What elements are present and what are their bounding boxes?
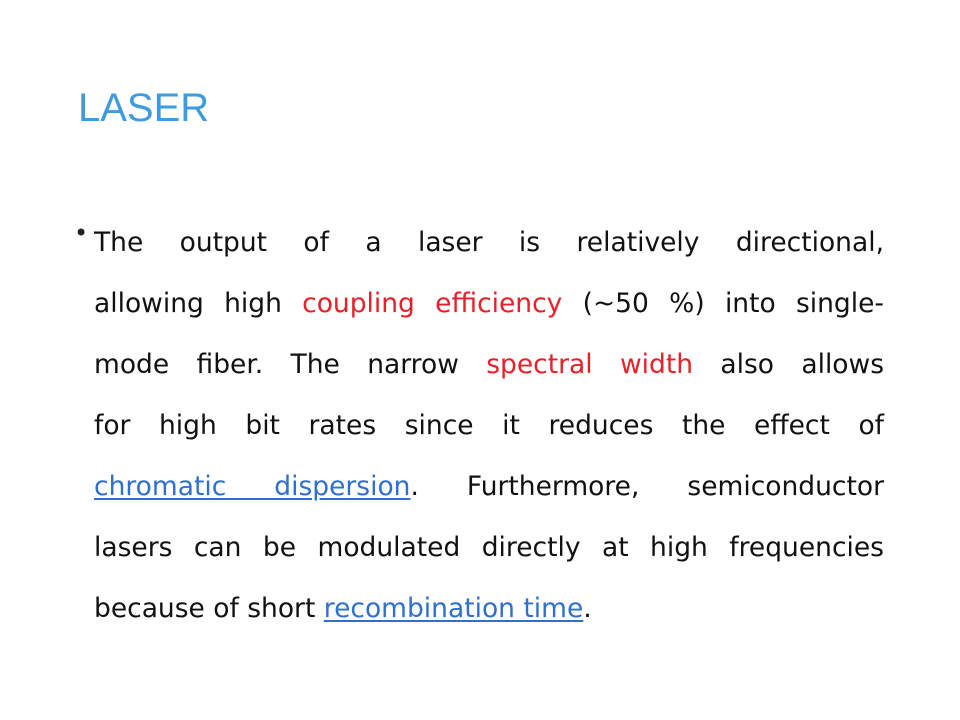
body-text: lasers can be modulated directly at high… (94, 532, 884, 563)
body-text: (~50 %) into single- (562, 288, 884, 319)
hyperlink[interactable]: recombination time (323, 593, 584, 624)
body-text: mode fiber. The narrow (94, 349, 487, 380)
highlighted-term: coupling efficiency (302, 288, 563, 319)
body-text: also allows (693, 349, 884, 380)
paragraph-line: for high bit rates since it reduces the … (94, 395, 884, 456)
paragraph-line: chromatic dispersion. Furthermore, semic… (94, 456, 884, 517)
slide-title: LASER (78, 86, 210, 130)
body-text: allowing high (94, 288, 303, 319)
paragraph-line: allowing high coupling efficiency (~50 %… (94, 273, 884, 334)
bullet-marker: • (74, 219, 89, 247)
highlighted-term: spectral width (486, 349, 694, 380)
body-text: The output of a laser is relatively dire… (94, 227, 884, 258)
body-text: . (583, 593, 592, 624)
paragraph-line: lasers can be modulated directly at high… (94, 517, 884, 578)
bullet-paragraph: The output of a laser is relatively dire… (94, 212, 884, 639)
paragraph-line: mode fiber. The narrow spectral width al… (94, 334, 884, 395)
hyperlink[interactable]: chromatic dispersion (94, 471, 411, 502)
paragraph-line: The output of a laser is relatively dire… (94, 212, 884, 273)
body-text: because of short (94, 593, 324, 624)
paragraph-line: because of short recombination time. (94, 578, 884, 639)
bullet-item: • The output of a laser is relatively di… (74, 212, 884, 639)
body-text: . Furthermore, semiconductor (410, 471, 884, 502)
body-text: for high bit rates since it reduces the … (94, 410, 884, 441)
